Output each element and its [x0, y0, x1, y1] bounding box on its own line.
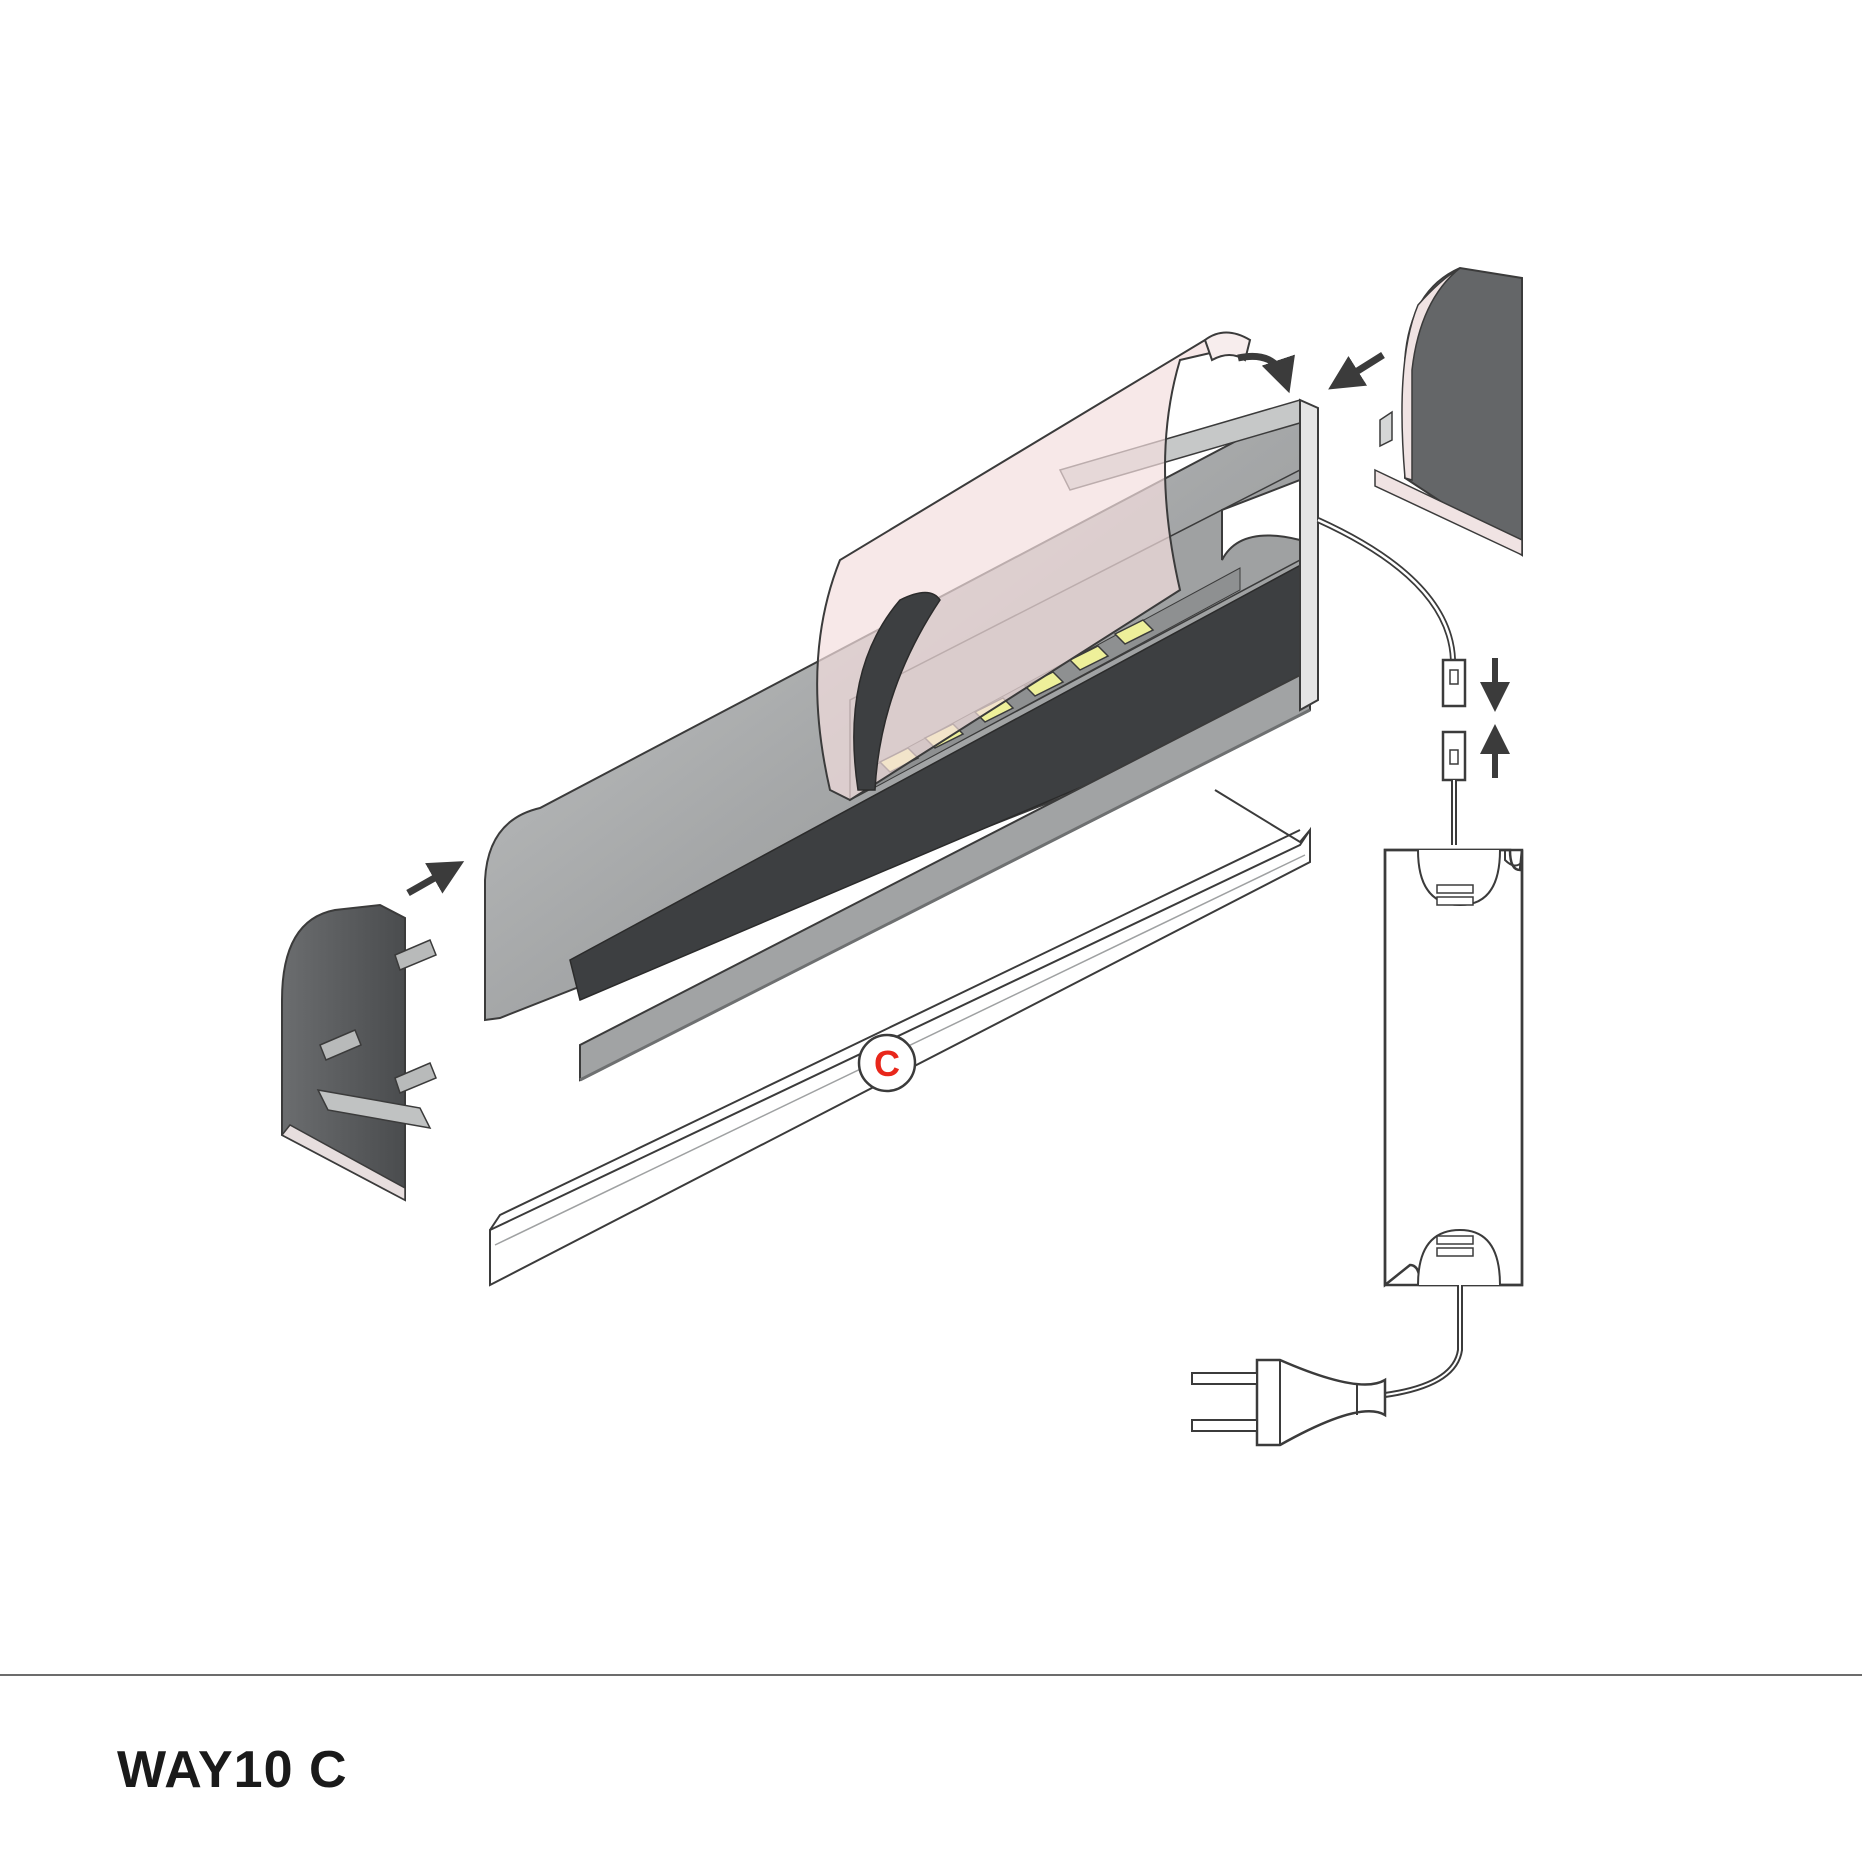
- mains-plug-icon: [1191, 1358, 1387, 1447]
- diffuser-cover: [816, 331, 1252, 802]
- mains-cable: [1384, 1285, 1463, 1398]
- insert-arrow-left-icon: [406, 861, 465, 897]
- cable-connector: [1441, 658, 1467, 845]
- cap-pin: [319, 1029, 362, 1061]
- product-title: WAY10 C: [117, 1741, 348, 1799]
- led-cable: [1316, 517, 1456, 661]
- left-end-cap: [280, 903, 437, 1202]
- right-end-cap: [1374, 266, 1523, 557]
- cap-pin: [394, 939, 437, 972]
- cover-badge-letter: C: [874, 1043, 900, 1084]
- cap-pin: [394, 1062, 437, 1095]
- led-chip: [1068, 645, 1110, 671]
- rotate-cover-arrow-icon: [1237, 352, 1295, 394]
- led-chip: [1113, 619, 1155, 645]
- insert-arrow-right-icon: [1328, 352, 1385, 390]
- cover-badge: C: [857, 1033, 917, 1093]
- power-supply-driver: [1383, 848, 1524, 1288]
